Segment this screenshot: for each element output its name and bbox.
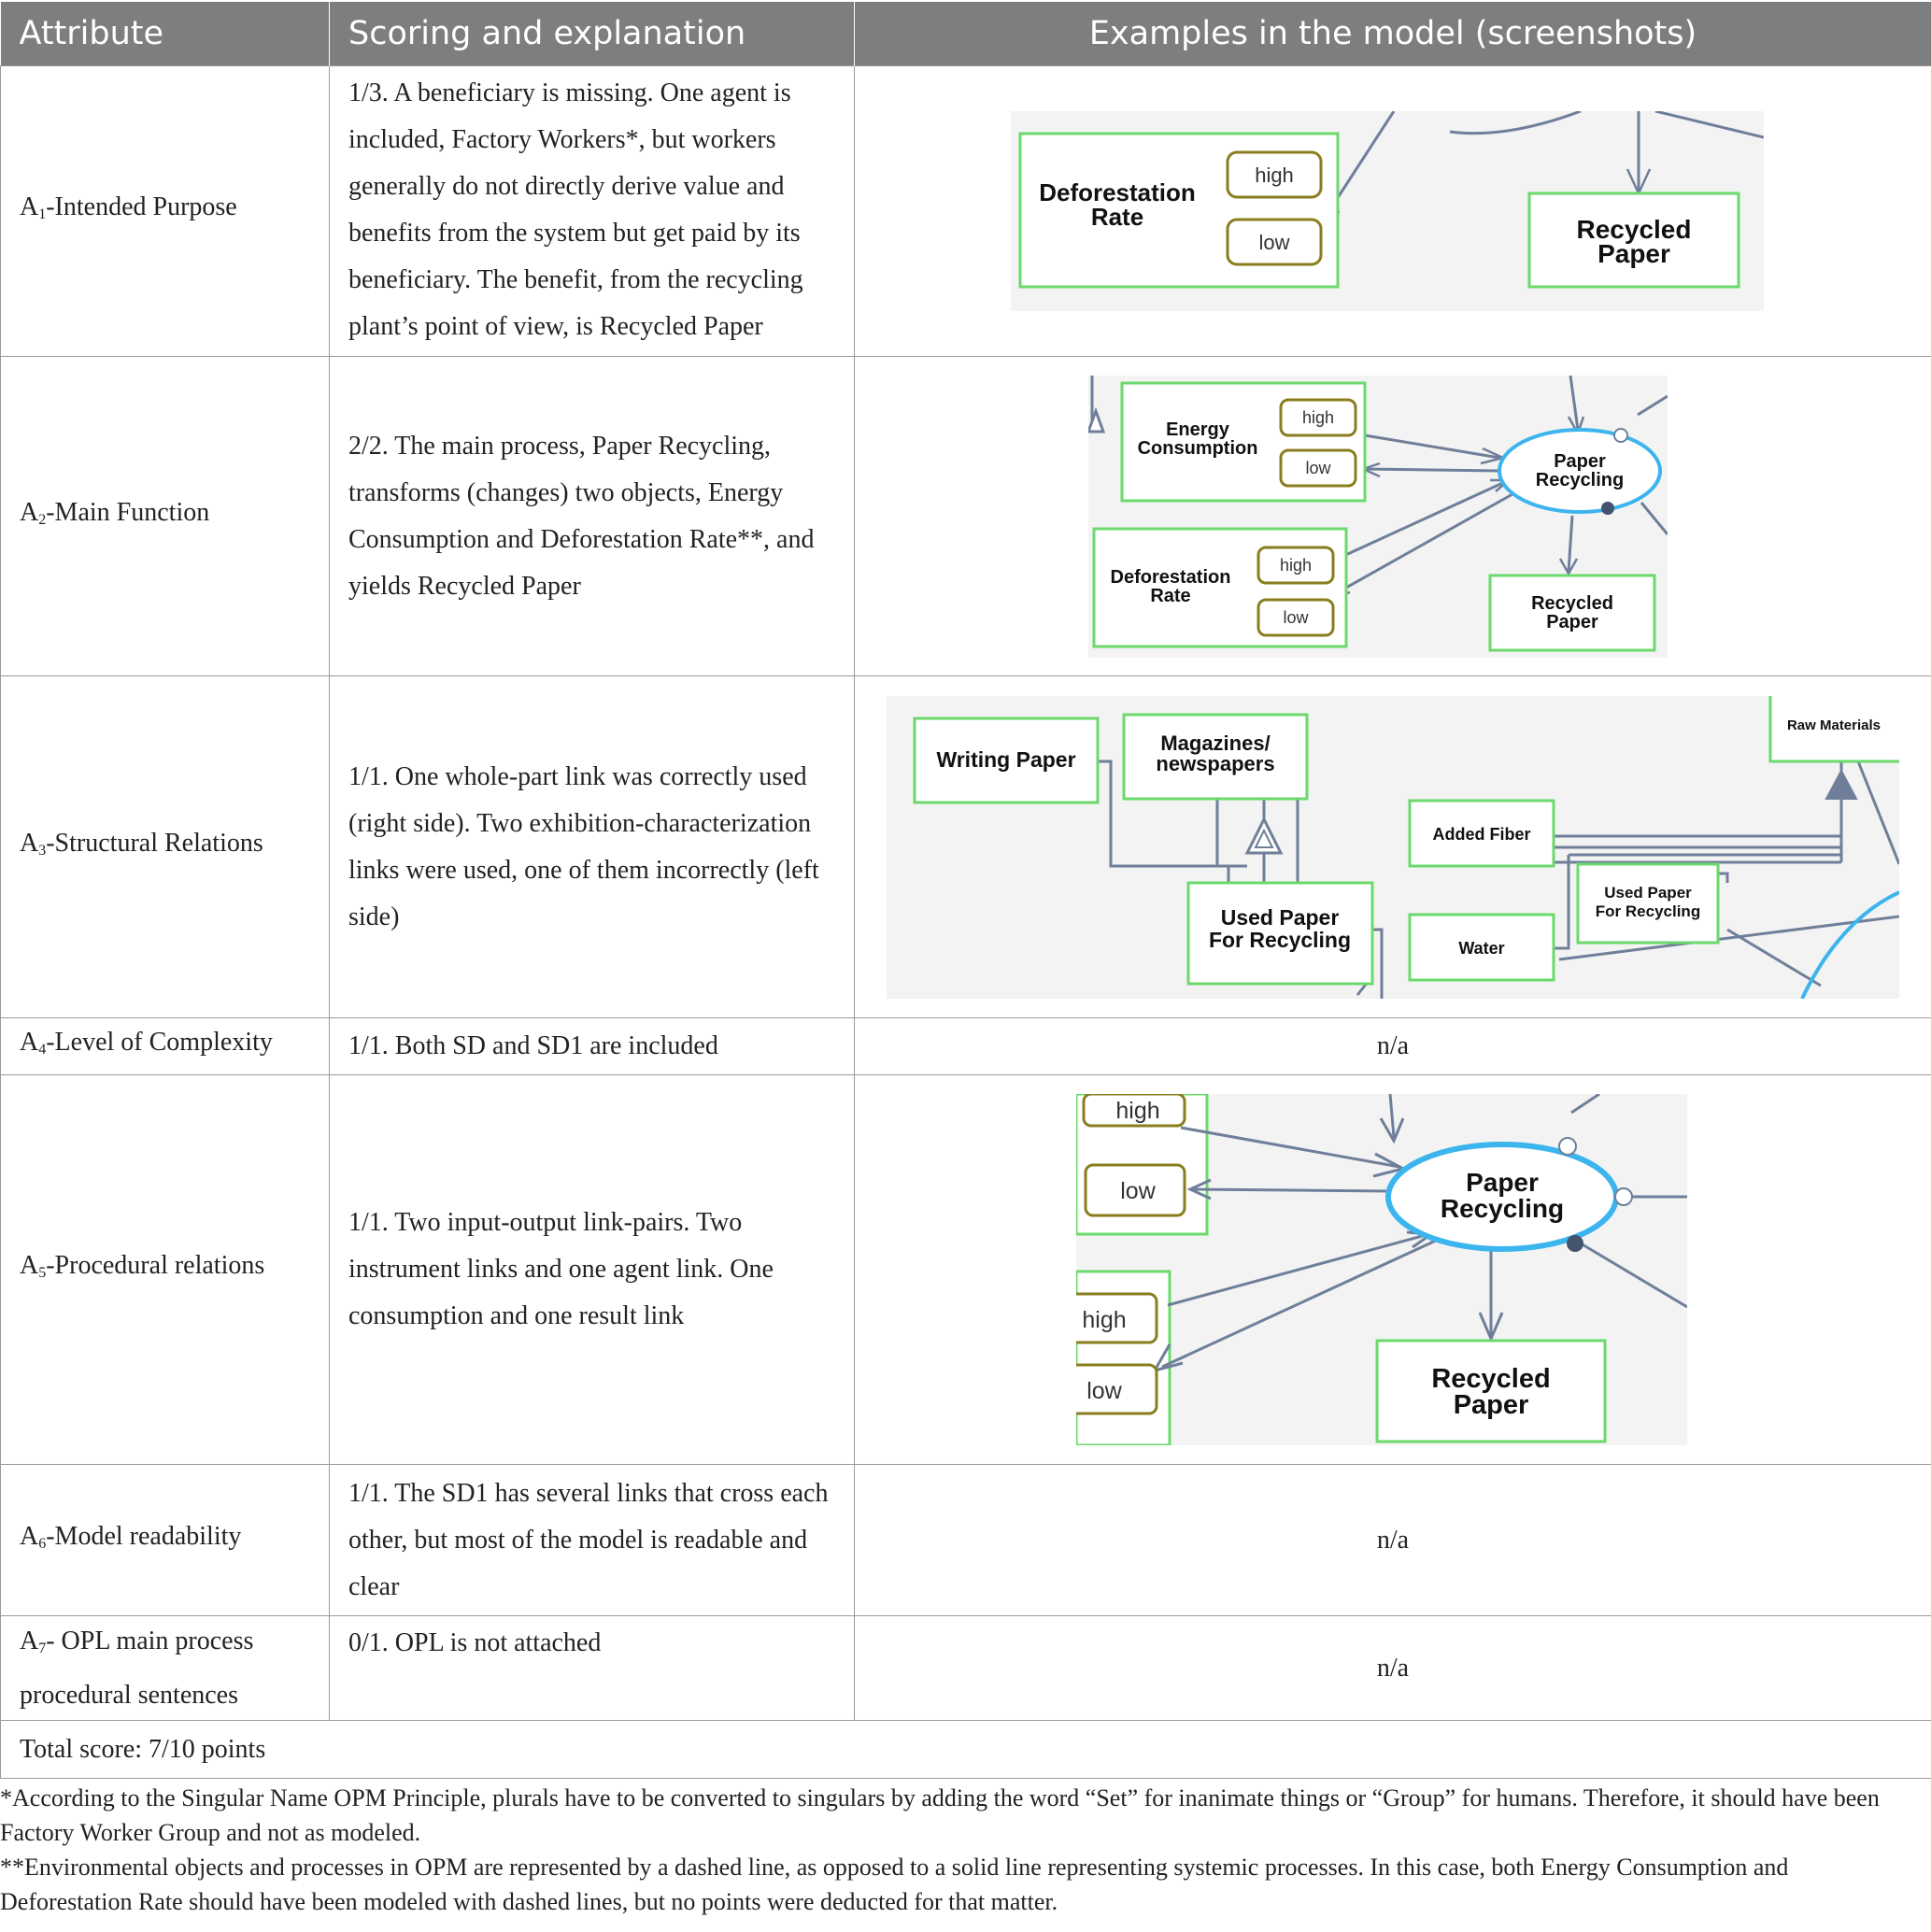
object-label: Used Paper (1221, 905, 1340, 930)
table-row: A5-Procedural relations 1/1. Two input-o… (0, 1074, 1931, 1465)
table-header-row: Attribute Scoring and explanation Exampl… (0, 2, 1931, 66)
example-cell: Deforestation Rate high low Recycled Pap… (854, 65, 1931, 357)
object-label: For Recycling (1209, 928, 1351, 952)
object-label: Added Fiber (1432, 825, 1530, 844)
example-cell: n/a (854, 1464, 1931, 1616)
state-label: low (1283, 608, 1309, 627)
process-label: Paper (1466, 1168, 1539, 1197)
object-label: Paper (1454, 1390, 1529, 1420)
object-label: Recycled (1577, 215, 1692, 244)
example-cell: n/a (854, 1017, 1931, 1075)
footnote-2: **Environmental objects and processes in… (0, 1854, 1789, 1915)
total-score: Total score: 7/10 points (0, 1720, 1931, 1779)
process-label: Paper (1554, 451, 1606, 472)
example-cell: n/a (854, 1615, 1931, 1721)
object-label: Paper (1546, 612, 1598, 632)
footnotes: *According to the Singular Name OPM Prin… (0, 1781, 1924, 1919)
process-label: Recycling (1536, 470, 1624, 490)
header-attribute: Attribute (0, 2, 330, 66)
object-label: Consumption (1138, 438, 1258, 459)
object-label: Paper (1597, 239, 1670, 268)
state-label: low (1086, 1378, 1122, 1404)
diagram-intended-purpose: Deforestation Rate high low Recycled Pap… (1011, 111, 1764, 311)
state-label: high (1302, 408, 1334, 427)
scoring-table: Attribute Scoring and explanation Exampl… (0, 2, 1931, 1779)
table-row: A6-Model readability 1/1. The SD1 has se… (0, 1464, 1931, 1616)
state-label: high (1115, 1098, 1159, 1124)
footnote-1: *According to the Singular Name OPM Prin… (0, 1784, 1880, 1846)
object-label: Deforestation (1111, 567, 1231, 588)
state-label: high (1280, 556, 1312, 575)
explanation-cell: 1/1. Both SD and SD1 are included (329, 1017, 855, 1075)
example-cell: high low high low Paper Recycling Recycl… (854, 1074, 1931, 1465)
explanation-cell: 1/1. One whole-part link was correctly u… (329, 675, 855, 1018)
state-label: low (1305, 459, 1331, 477)
object-label: Raw Materials (1787, 717, 1881, 733)
attribute-cell: A1-Intended Purpose (0, 65, 330, 357)
object-label: For Recycling (1596, 902, 1700, 920)
header-examples: Examples in the model (screenshots) (854, 2, 1931, 66)
diagram-procedural-relations: high low high low Paper Recycling Recycl… (1076, 1094, 1687, 1445)
table-row: A7- OPL main process procedural sentence… (0, 1615, 1931, 1721)
object-label: Rate (1150, 586, 1190, 606)
example-cell: Energy Consumption high low Deforestatio… (854, 356, 1931, 676)
attribute-cell: A5-Procedural relations (0, 1074, 330, 1465)
example-cell: Writing Paper Magazines/ newspapers Used… (854, 675, 1931, 1018)
attribute-cell: A2-Main Function (0, 356, 330, 676)
header-scoring: Scoring and explanation (329, 2, 855, 66)
explanation-cell: 1/3. A beneficiary is missing. One agent… (329, 65, 855, 357)
diagram-main-function: Energy Consumption high low Deforestatio… (1088, 375, 1668, 658)
table-row: A2-Main Function 2/2. The main process, … (0, 356, 1931, 676)
process-label: Recycling (1441, 1194, 1564, 1223)
explanation-cell: 2/2. The main process, Paper Recycling, … (329, 356, 855, 676)
table-row: A1-Intended Purpose 1/3. A beneficiary i… (0, 65, 1931, 357)
state-label: high (1255, 163, 1294, 187)
attribute-cell: A4-Level of Complexity (0, 1017, 330, 1075)
state-label: high (1082, 1307, 1126, 1333)
state-label: low (1120, 1178, 1156, 1204)
explanation-cell: 1/1. Two input-output link-pairs. Two in… (329, 1074, 855, 1465)
object-label: Recycled (1431, 1364, 1550, 1394)
attribute-cell: A7- OPL main process procedural sentence… (0, 1615, 330, 1721)
diagram-structural-relations: Writing Paper Magazines/ newspapers Used… (887, 695, 1899, 999)
explanation-cell: 0/1. OPL is not attached (329, 1615, 855, 1721)
object-label: Used Paper (1604, 884, 1692, 902)
object-label: Water (1458, 939, 1504, 958)
object-label: Recycled (1531, 593, 1613, 614)
object-label: newspapers (1156, 752, 1274, 775)
object-label: Writing Paper (936, 747, 1075, 772)
object-label: Deforestation (1039, 178, 1196, 206)
table-row: A4-Level of Complexity 1/1. Both SD and … (0, 1017, 1931, 1075)
table-row: A3-Structural Relations 1/1. One whole-p… (0, 675, 1931, 1018)
state-label: low (1258, 231, 1289, 254)
explanation-cell: 1/1. The SD1 has several links that cros… (329, 1464, 855, 1616)
attribute-cell: A6-Model readability (0, 1464, 330, 1616)
object-label: Magazines/ (1160, 732, 1270, 755)
object-label: Energy (1166, 419, 1230, 440)
attribute-cell: A3-Structural Relations (0, 675, 330, 1018)
total-row: Total score: 7/10 points (0, 1720, 1931, 1779)
object-label: Rate (1091, 203, 1143, 231)
